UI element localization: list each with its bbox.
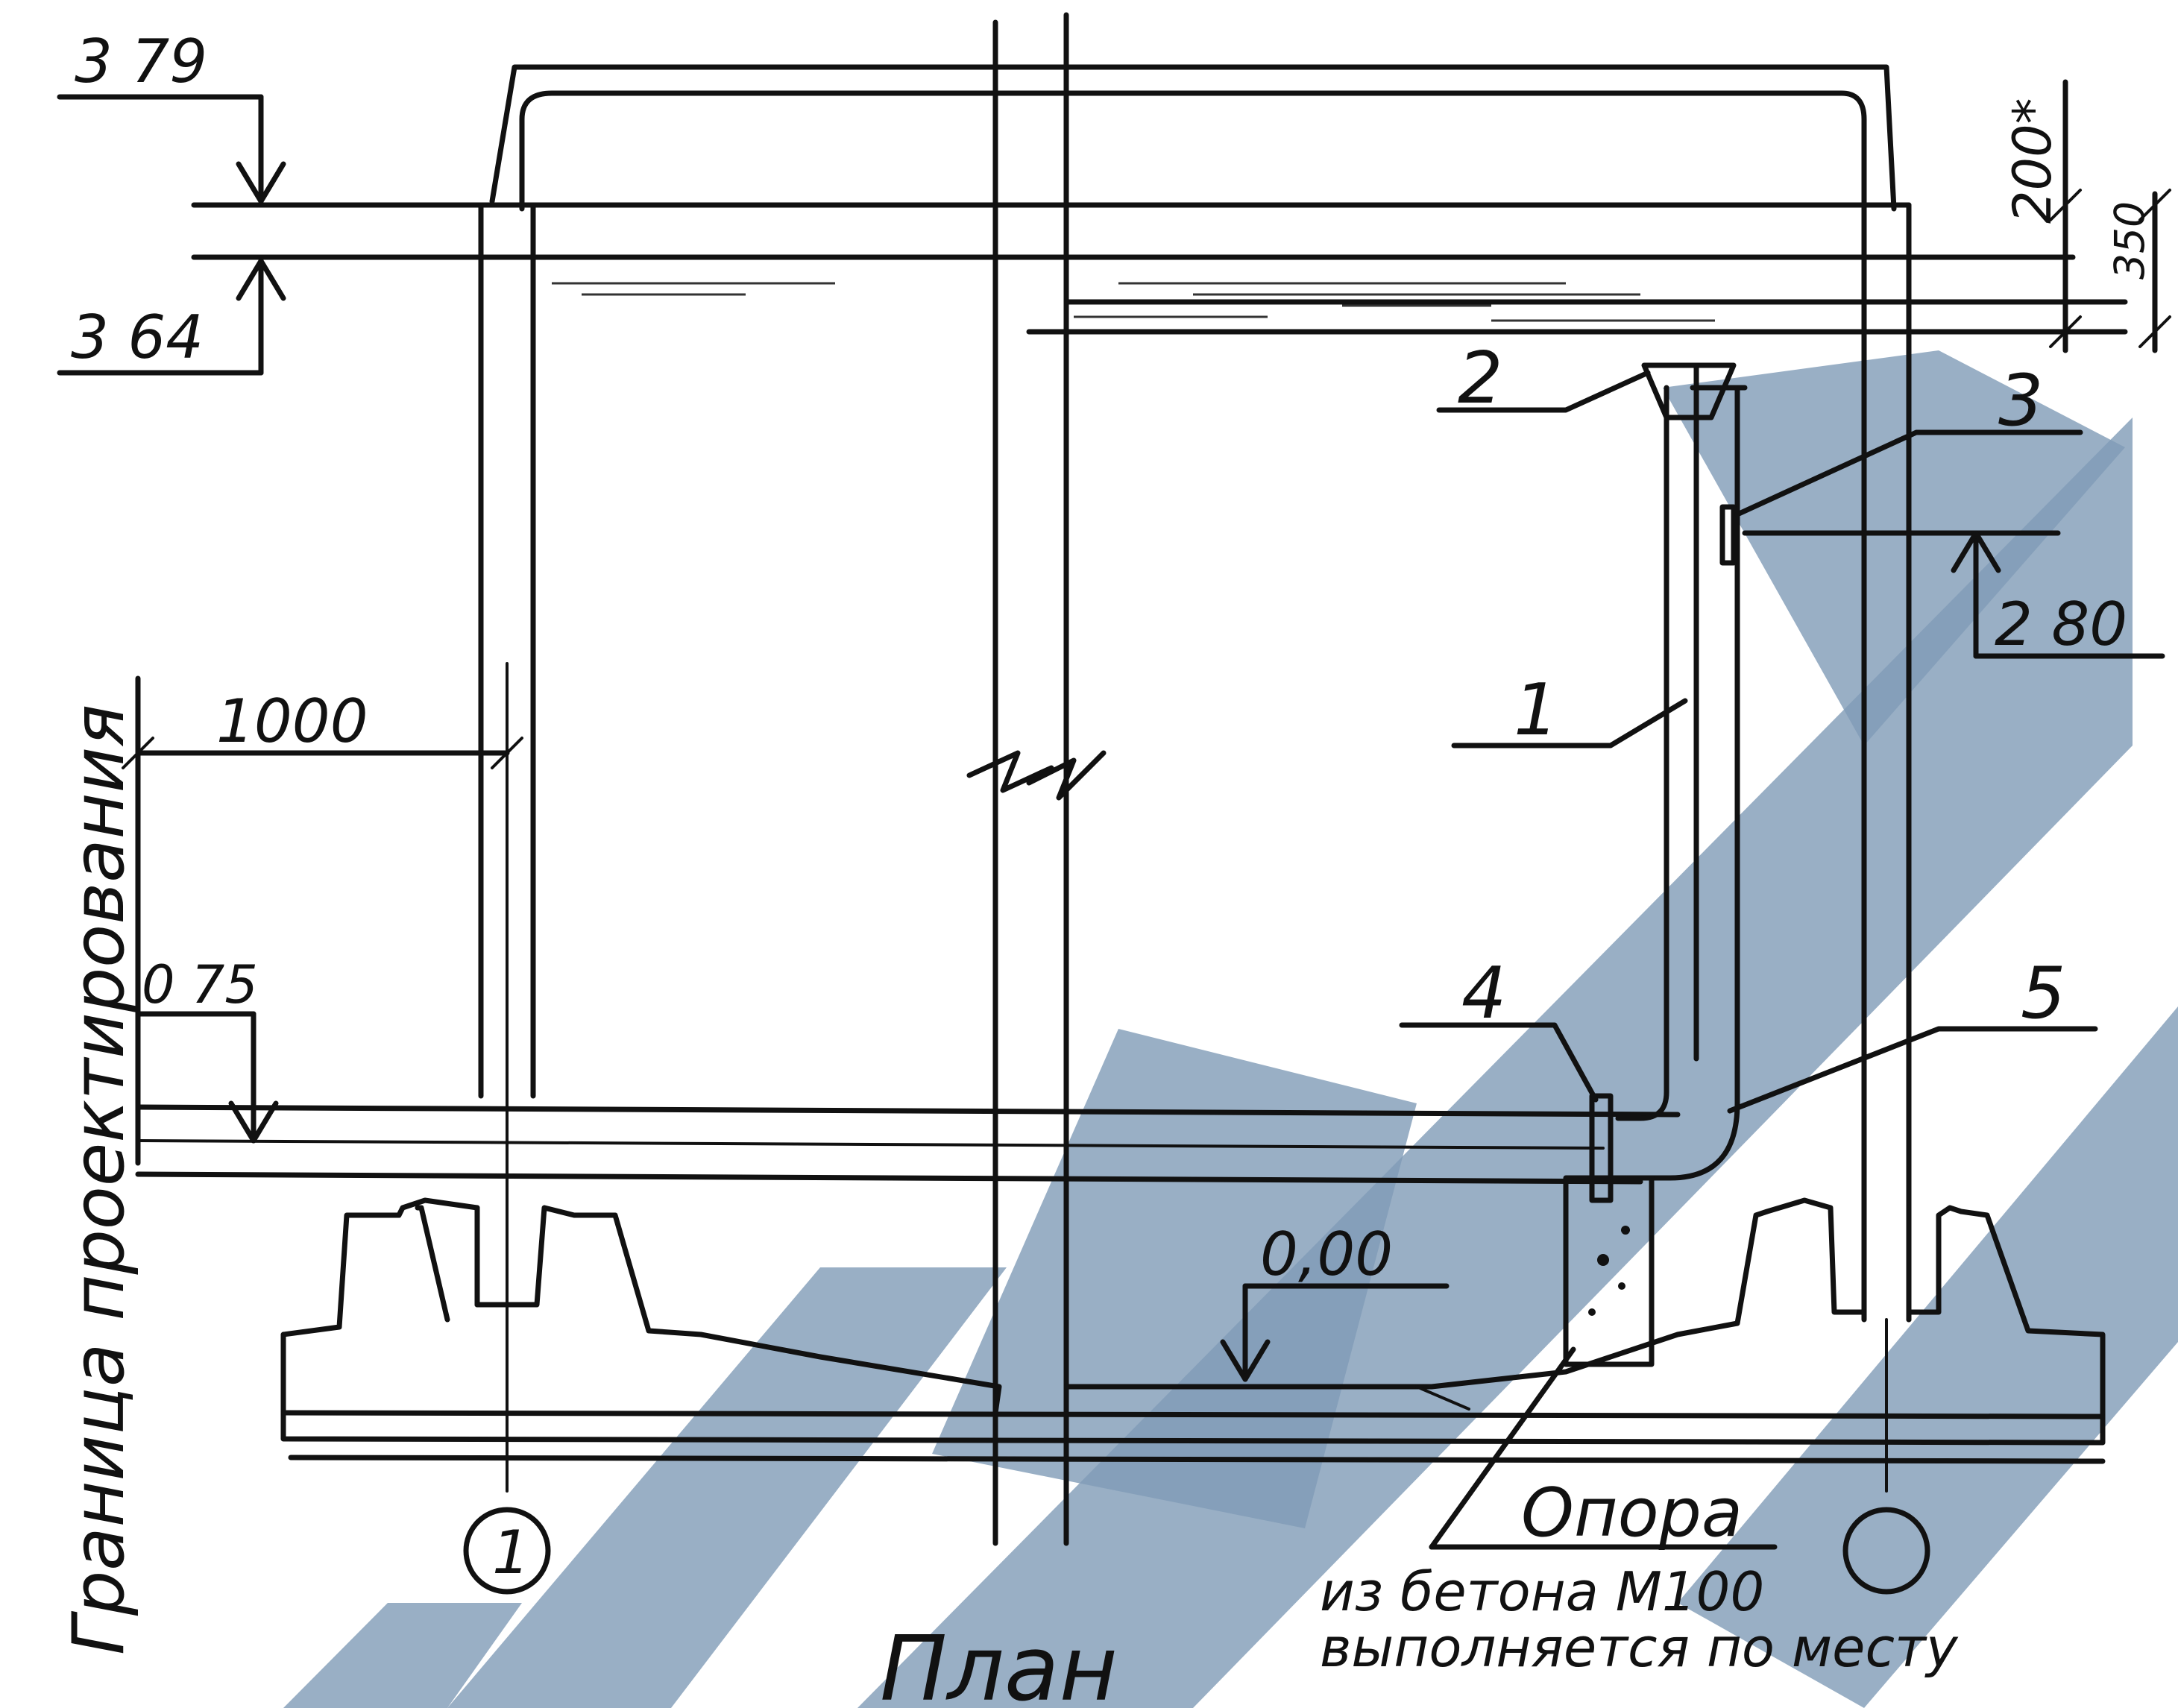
label-boundary: Граница проектирования <box>58 705 140 1655</box>
elevation-075 <box>135 1011 279 1144</box>
label-elev-000: 0,00 <box>1260 1220 1393 1289</box>
dimension-right <box>2049 79 2171 353</box>
label-elev-075: 0 75 <box>142 954 258 1015</box>
axis-markers <box>463 1507 1930 1595</box>
label-dim-200: 200* <box>2002 98 2063 224</box>
riser-pipe <box>1589 362 1748 1203</box>
label-pos-5: 5 <box>2021 953 2065 1035</box>
label-elev-379: 3 79 <box>75 27 207 96</box>
label-pos-3: 3 <box>1998 360 2043 442</box>
dimension-1000 <box>122 675 523 1166</box>
labels: 3 79 3 64 200* 350 2 80 1000 0 75 0,00 Г… <box>58 27 2153 1708</box>
concrete-support <box>1563 1175 1655 1367</box>
elevation-000 <box>1220 1283 1450 1382</box>
label-support-line2: выполняется по месту <box>1320 1616 1959 1679</box>
foundation <box>280 1197 2106 1464</box>
label-dim-350: 350 <box>2106 201 2153 280</box>
elevation-280 <box>1742 530 2165 659</box>
label-pos-4: 4 <box>1461 953 1506 1035</box>
leaders <box>1399 370 2098 1550</box>
label-axis-1: 1 <box>492 1518 530 1587</box>
label-support-title: Опора <box>1521 1474 1743 1552</box>
elevation-364 <box>57 258 286 376</box>
label-plan-title: План <box>880 1618 1118 1708</box>
label-pos-2: 2 <box>1458 338 1502 420</box>
break-line <box>966 12 1107 1546</box>
label-elev-364: 3 64 <box>71 303 204 372</box>
left-post <box>478 202 536 1493</box>
elevation-379 <box>57 94 286 204</box>
label-pos-1: 1 <box>1514 669 1558 751</box>
watermark <box>283 350 2178 1708</box>
label-elev-280: 2 80 <box>1995 590 2127 659</box>
bottom-pipe <box>135 1104 1681 1185</box>
label-support-line1: из бетона М100 <box>1320 1560 1764 1623</box>
label-dim-1000: 1000 <box>216 687 368 756</box>
water-surface <box>552 282 1715 322</box>
